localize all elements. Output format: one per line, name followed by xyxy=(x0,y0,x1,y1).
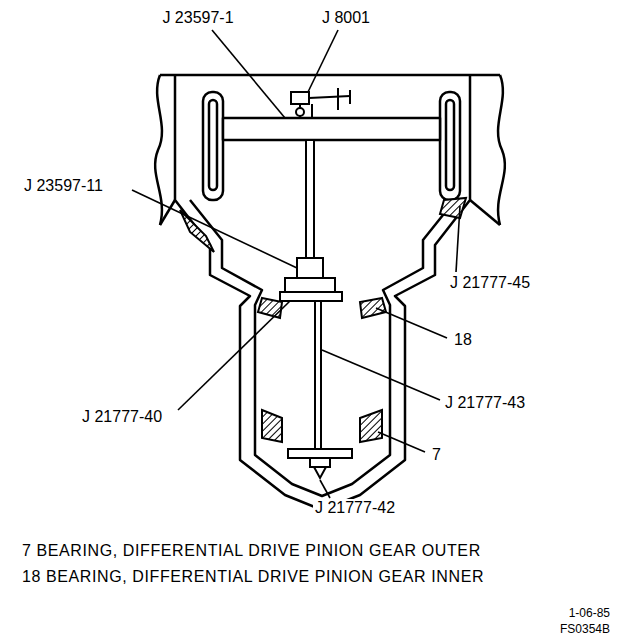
callout-label: J 21777-43 xyxy=(443,394,527,412)
legend-line: 7 BEARING, DIFFERENTIAL DRIVE PINION GEA… xyxy=(20,542,483,560)
figure-code: FS0354B xyxy=(558,623,612,637)
callout-number: 7 xyxy=(430,446,443,464)
legend-line: 18 BEARING, DIFFERENTIAL DRIVE PINION GE… xyxy=(20,568,486,586)
figure-date: 1-06-85 xyxy=(567,607,612,621)
callout-label: J 21777-45 xyxy=(448,274,532,292)
callout-number: 18 xyxy=(452,331,474,349)
callout-label: J 21777-40 xyxy=(80,408,164,426)
callout-label: J 21777-42 xyxy=(313,499,397,517)
callout-label: J 8001 xyxy=(320,9,372,27)
callout-label: J 23597-1 xyxy=(160,9,235,27)
callout-label: J 23597-11 xyxy=(22,177,105,195)
